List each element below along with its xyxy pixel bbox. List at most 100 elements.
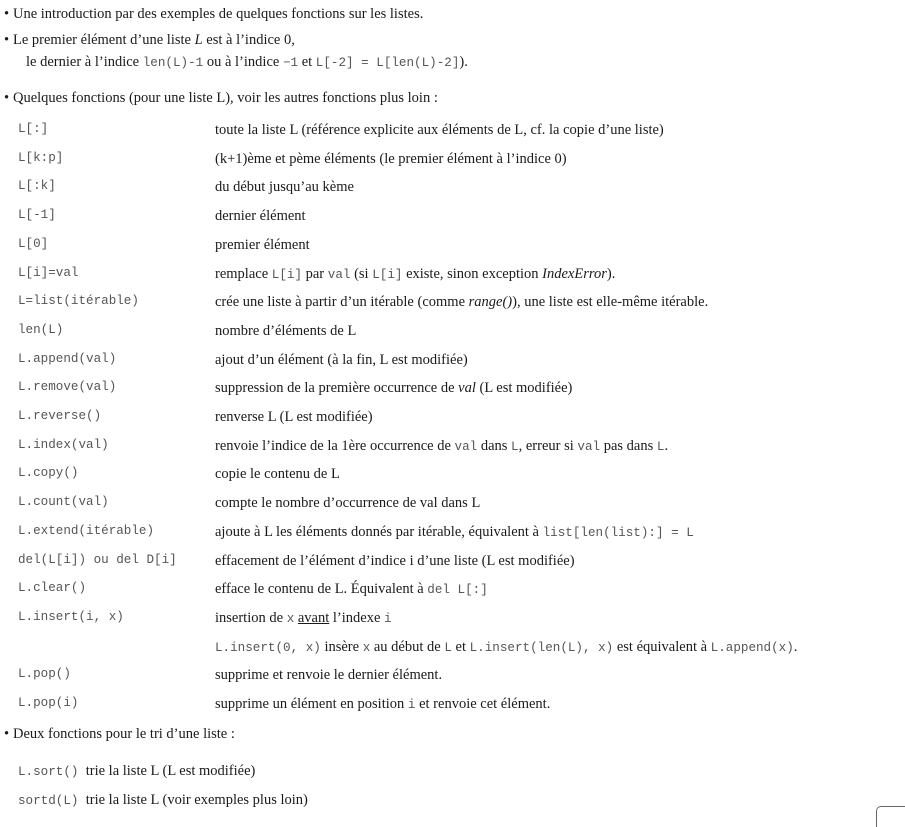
inline-code: list[len(list):] = L bbox=[542, 525, 694, 540]
table-row: L.extend(itérable)ajoute à L les élément… bbox=[0, 524, 905, 546]
function-description: renvoie l’indice de la 1ère occurrence d… bbox=[215, 438, 668, 455]
function-code: L[:] bbox=[18, 122, 49, 136]
inline-code: L[i] bbox=[271, 267, 302, 282]
function-description: suppression de la première occurrence de… bbox=[215, 380, 572, 397]
function-code: L.reverse() bbox=[18, 409, 102, 423]
inline-code: del L[:] bbox=[427, 583, 488, 598]
function-code: L.append(val) bbox=[18, 351, 117, 366]
description-text: , erreur si bbox=[518, 437, 578, 454]
inline-code: L[-2] = L[len(L)-2] bbox=[315, 56, 460, 70]
intro-text: le dernier à l’indice bbox=[26, 54, 143, 70]
sort-item: L.sort() trie la liste L (L est modifiée… bbox=[18, 763, 255, 780]
intro-text: ou à l’indice bbox=[203, 54, 283, 70]
table-row: L.pop(i)supprime un élément en position … bbox=[0, 696, 905, 718]
bullet-icon: • bbox=[4, 90, 10, 106]
function-description: renverse L (L est modifiée) bbox=[215, 409, 373, 426]
table-row: L.copy()copie le contenu de L bbox=[0, 466, 905, 488]
inline-code: val bbox=[577, 439, 601, 454]
intro-text: et bbox=[298, 54, 316, 70]
inline-code: L.insert(len(L), x) bbox=[469, 640, 614, 655]
inline-code: val bbox=[454, 439, 478, 454]
description-text: du début jusqu’au kème bbox=[215, 179, 354, 196]
description-text: est équivalent à bbox=[613, 638, 711, 655]
description-text: compte le nombre d’occurrence de val dan… bbox=[215, 495, 481, 512]
function-code: L=list(itérable) bbox=[18, 294, 139, 309]
table-row: L[0] premier élément bbox=[0, 237, 905, 259]
description-text: dernier élément bbox=[215, 208, 306, 225]
description-text: . bbox=[664, 437, 669, 454]
table-row: L[k:p](k+1)ème et pème éléments (le prem… bbox=[0, 151, 905, 173]
description-text: existe, sinon exception bbox=[402, 265, 543, 282]
function-description: (k+1)ème et pème éléments (le premier él… bbox=[215, 151, 567, 168]
inline-code: L.insert(0, x) bbox=[215, 640, 321, 655]
description-text: supprime un élément en position bbox=[215, 696, 408, 712]
description-text: insère bbox=[320, 638, 363, 655]
function-description: L.insert(0, x) insère x au début de L et… bbox=[215, 639, 797, 656]
function-description: supprime un élément en position i et ren… bbox=[215, 696, 550, 713]
description-text: nombre d’éléments de L bbox=[215, 322, 357, 339]
inline-code: len(L)-1 bbox=[142, 56, 204, 70]
sort-code: L.sort() bbox=[18, 765, 79, 779]
function-code: L[-1] bbox=[18, 208, 56, 223]
intro-bullet-2: •Le premier élément d’une liste L est à … bbox=[4, 32, 295, 49]
inline-code: L bbox=[444, 640, 452, 655]
bullet-icon: • bbox=[4, 726, 10, 742]
description-text: (k+1)ème et pème éléments (le premier él… bbox=[215, 150, 567, 167]
description-text: crée une liste à partir d’un itérable (c… bbox=[215, 294, 469, 311]
table-row: L.insert(0, x) insère x au début de L et… bbox=[0, 639, 905, 661]
description-text: ), une liste est elle-même itérable. bbox=[512, 294, 709, 311]
description-text: avant bbox=[297, 609, 330, 626]
table-row: L=list(itérable) crée une liste à partir … bbox=[0, 294, 905, 316]
description-text: effacement de l’élément d’indice i d’une… bbox=[215, 552, 575, 569]
function-description: premier élément bbox=[215, 237, 310, 254]
inline-code: x bbox=[286, 611, 295, 626]
table-row: L.reverse() renverse L (L est modifiée) bbox=[0, 409, 905, 431]
inline-code: val bbox=[327, 267, 351, 282]
sort-item: sortd(L) trie la liste L (voir exemples … bbox=[18, 792, 308, 809]
function-code: L[0] bbox=[18, 236, 49, 251]
function-code: L.insert(i, x) bbox=[18, 609, 124, 624]
description-text: renverse L (L est modifiée) bbox=[215, 409, 373, 425]
description-text: val bbox=[458, 380, 476, 397]
function-code: L.clear() bbox=[18, 581, 87, 596]
function-description: compte le nombre d’occurrence de val dan… bbox=[215, 495, 480, 512]
function-description: crée une liste à partir d’un itérable (c… bbox=[215, 294, 708, 311]
intro-text: est à l’indice 0, bbox=[202, 32, 295, 48]
function-code: L.count(val) bbox=[18, 495, 109, 510]
function-description: du début jusqu’au kème bbox=[215, 179, 354, 196]
table-row: L.remove(val)suppression de la première … bbox=[0, 380, 905, 402]
inline-code: x bbox=[362, 640, 371, 655]
description-text: suppression de la première occurrence de bbox=[215, 380, 459, 397]
sort-desc: trie la liste L (voir exemples plus loin… bbox=[85, 792, 308, 808]
function-description: nombre d’éléments de L bbox=[215, 323, 356, 340]
table-row: len(L)nombre d’éléments de L bbox=[0, 323, 905, 345]
intro-continuation: le dernier à l’indice len(L)-1 ou à l’in… bbox=[26, 54, 468, 71]
description-text: copie le contenu de L bbox=[215, 466, 340, 483]
description-text: par bbox=[302, 265, 328, 282]
function-code: L[:k] bbox=[18, 179, 56, 194]
function-description: supprime et renvoie le dernier élément. bbox=[215, 667, 442, 684]
function-description: ajout d’un élément (à la fin, L est modi… bbox=[215, 352, 468, 369]
table-row: L.clear() efface le contenu de L. Équival… bbox=[0, 581, 905, 603]
description-text: l’indexe bbox=[329, 609, 385, 626]
intro-text: ). bbox=[459, 54, 468, 70]
description-text: dans bbox=[477, 437, 512, 454]
description-text: supprime et renvoie le dernier élément. bbox=[215, 667, 443, 684]
bullet-icon: • bbox=[4, 32, 10, 48]
function-code: L[i]=val bbox=[18, 265, 79, 280]
intro-text: Une introduction par des exemples de que… bbox=[13, 6, 424, 22]
function-description: copie le contenu de L bbox=[215, 466, 340, 483]
function-code: L.index(val) bbox=[18, 437, 109, 452]
description-text: IndexError bbox=[542, 265, 607, 282]
table-row: L[-1] dernier élément bbox=[0, 208, 905, 230]
function-description: efface le contenu de L. Équivalent à del… bbox=[215, 581, 488, 598]
description-text: insertion de bbox=[215, 609, 287, 626]
inline-code: −1 bbox=[282, 56, 299, 70]
description-text: . bbox=[793, 638, 798, 655]
inline-code: i bbox=[407, 698, 416, 712]
intro-text: Le premier élément d’une liste bbox=[13, 32, 195, 48]
table-row: L.append(val) ajout d’un élément (à la fi… bbox=[0, 352, 905, 374]
table-row: L[:]toute la liste L (référence explicit… bbox=[0, 122, 905, 144]
sort-desc: trie la liste L (L est modifiée) bbox=[85, 763, 256, 779]
